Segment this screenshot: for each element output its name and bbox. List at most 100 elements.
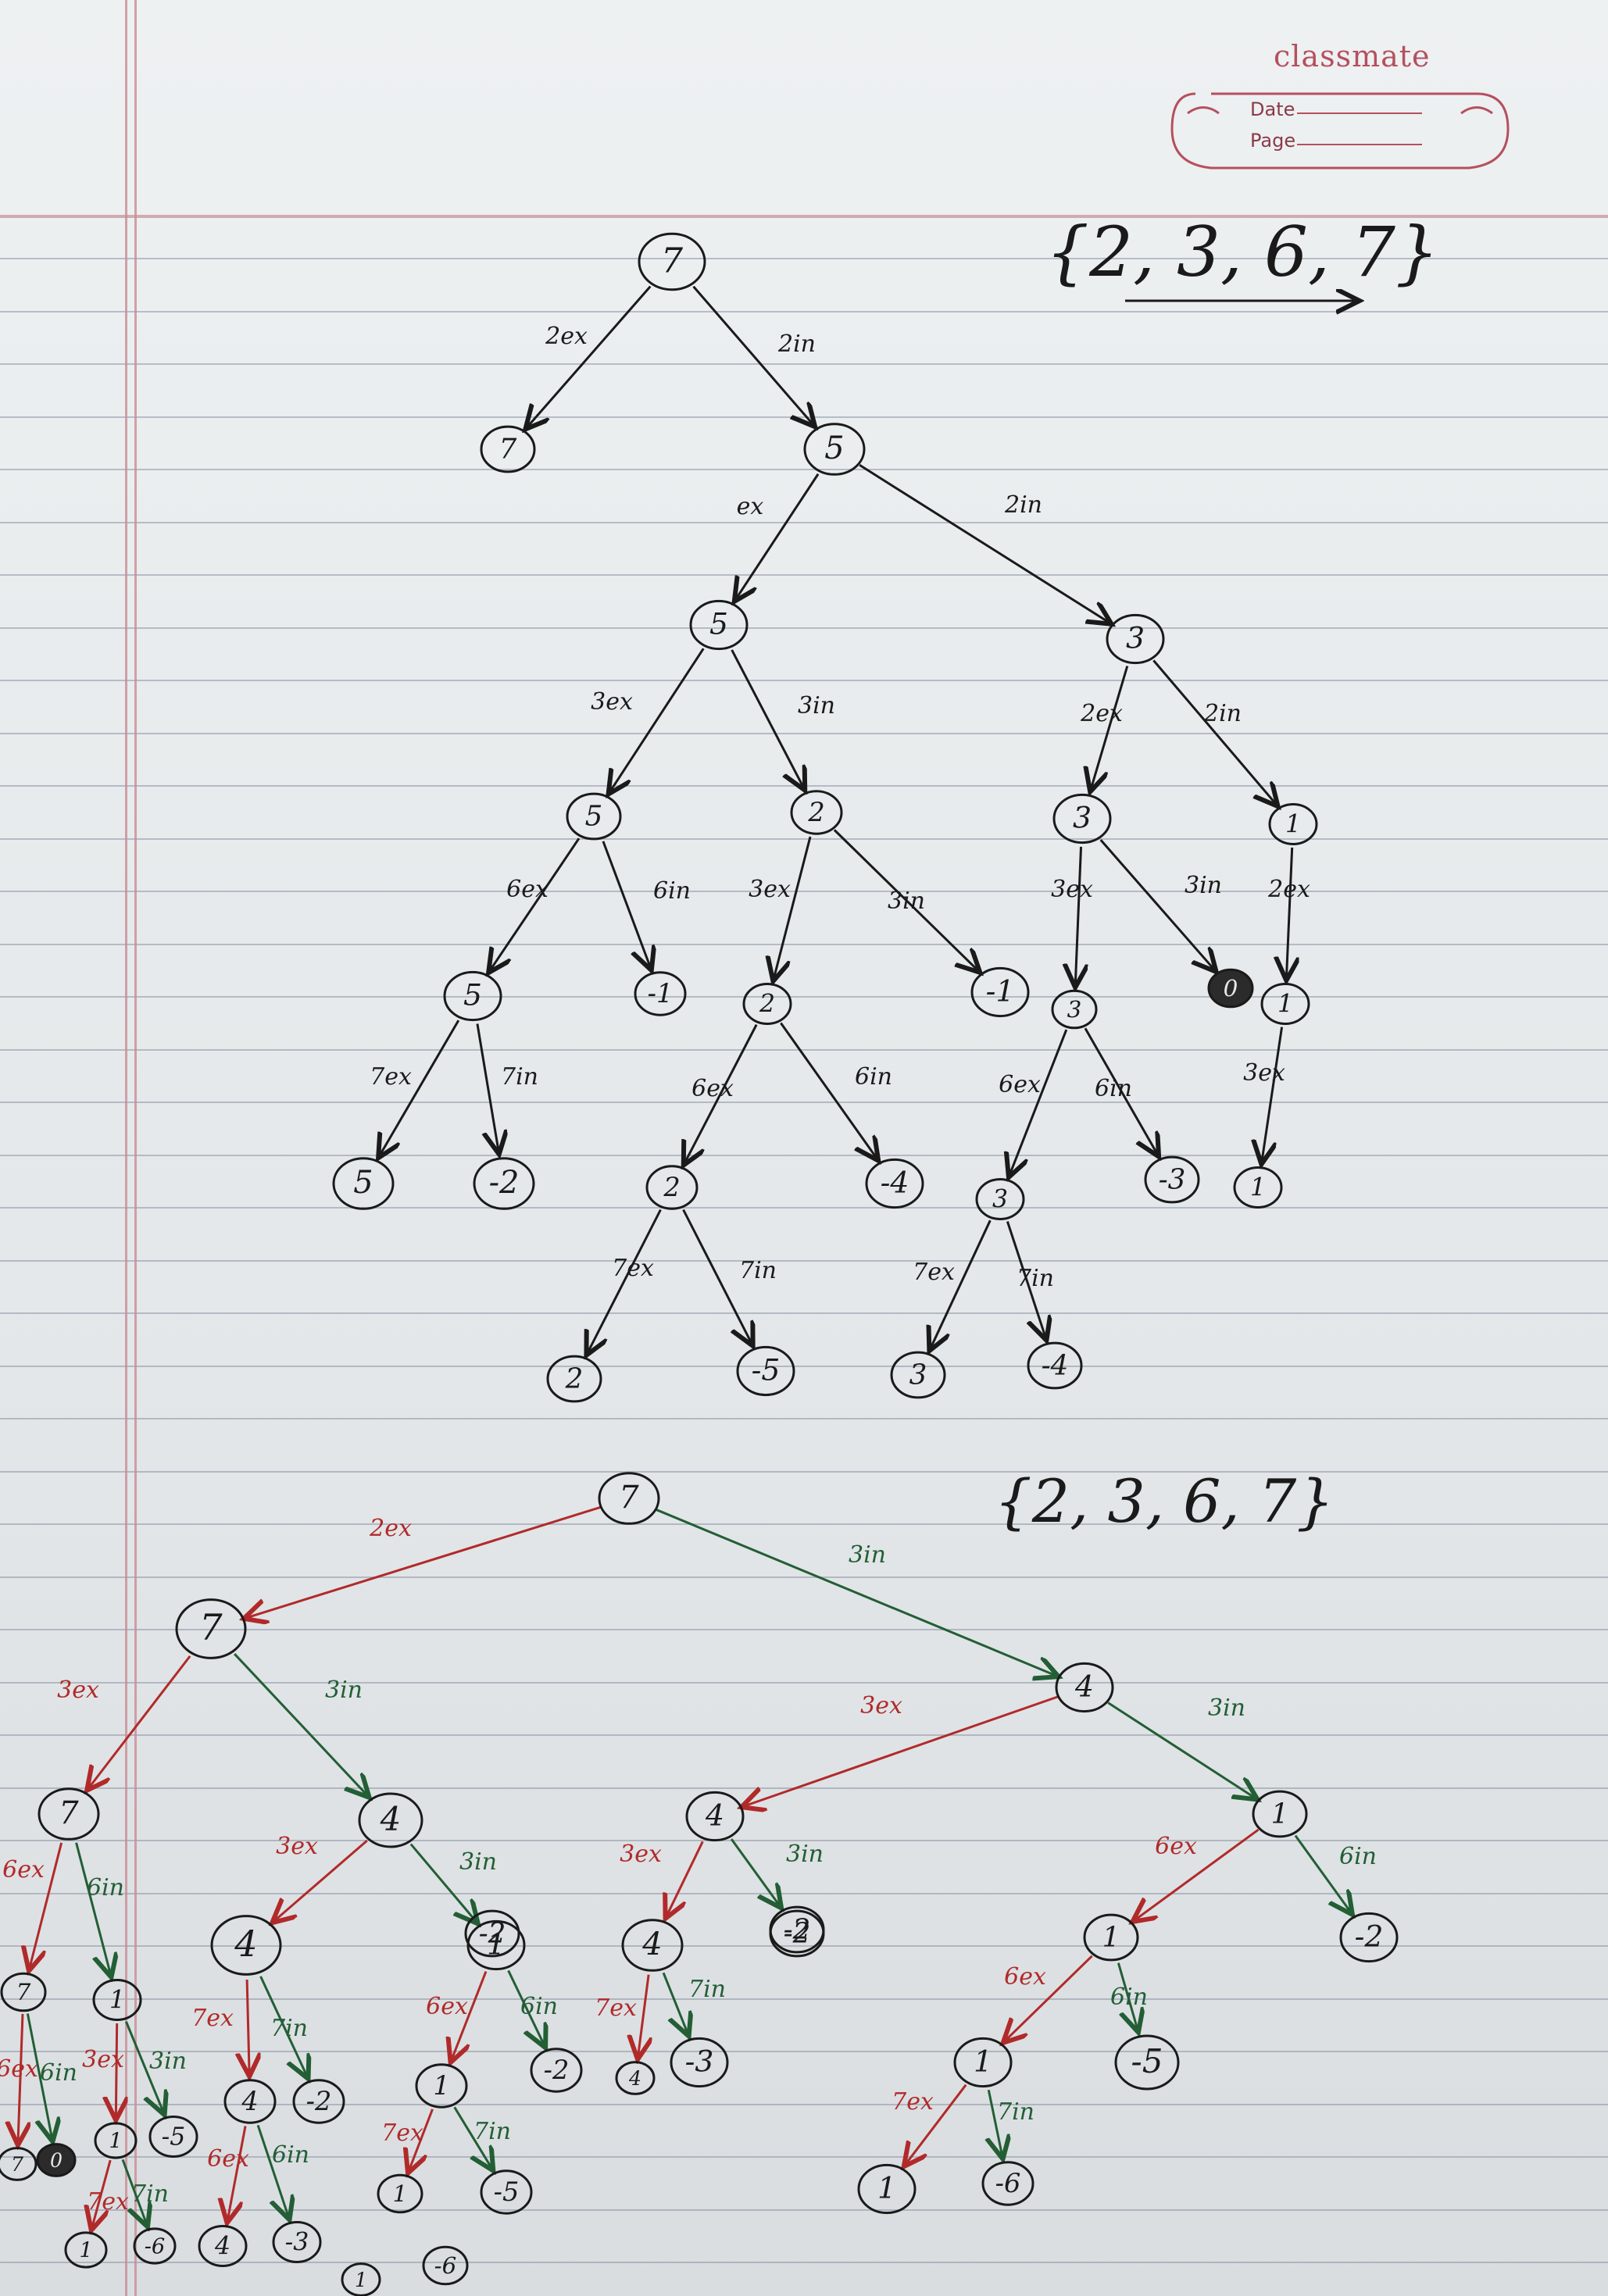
ruled-line — [0, 1998, 1608, 2000]
tree1-edge-label: 2ex — [1080, 700, 1123, 727]
tree2-node-value: 7 — [199, 1606, 223, 1648]
tree2-node-circle — [0, 2147, 38, 2181]
tree2-edge-label: 3in — [786, 1841, 824, 1868]
ruled-line — [0, 1682, 1608, 1684]
ruled-line — [0, 1366, 1608, 1367]
tree2-node-value: -5 — [162, 2123, 186, 2151]
tree2-edge — [904, 2084, 967, 2167]
tree2-node-value: -3 — [685, 2044, 714, 2079]
tree1-edge — [1261, 1027, 1284, 1165]
tree2-node-circle — [1339, 1912, 1399, 1963]
tree2-edge-label: 3ex — [276, 1833, 318, 1860]
tree2-node-value: -2 — [306, 2086, 332, 2116]
tree2-edge-label: 7in — [270, 2015, 308, 2042]
tree2-node-circle — [670, 2037, 729, 2088]
tree2-node-value: 1 — [79, 2239, 92, 2263]
tree1-edge — [684, 1023, 758, 1166]
tree2-node-value: 4 — [234, 1923, 257, 1965]
ruled-line — [0, 944, 1608, 945]
tree2-edge — [662, 1972, 689, 2036]
tree1-node-value: 3 — [992, 1186, 1008, 1214]
tree2-edge — [259, 1976, 309, 2079]
ruled-line — [0, 1312, 1608, 1314]
tree2-edge-label: 7in — [473, 2118, 511, 2145]
margin-line-left — [125, 0, 127, 2296]
tree2-edge — [87, 1655, 191, 1791]
tree2-edge-label: 7ex — [595, 1994, 637, 2022]
tree2-edge — [741, 1695, 1059, 1807]
tree2-node-circle — [621, 1919, 684, 1972]
tree1-node-value: -1 — [648, 978, 674, 1009]
tree2-node-circle — [1114, 2034, 1180, 2091]
tree1-node-circle — [890, 1351, 946, 1399]
tree2-node-circle — [133, 2227, 177, 2265]
tree1-node-value: 1 — [1285, 811, 1301, 839]
ruled-line — [0, 1260, 1608, 1262]
tree2-edge — [1107, 1701, 1257, 1800]
tree2-edge — [247, 1979, 249, 2076]
tree2-node-circle — [769, 1909, 825, 1958]
tree2-edge-label: 7in — [997, 2098, 1034, 2126]
tree2-node-circle — [223, 2079, 277, 2124]
tree2-edge-label: 3ex — [57, 1676, 99, 1704]
tree2-edge — [91, 2159, 112, 2230]
tree2-edge-label: 6in — [1339, 1843, 1377, 1870]
ruled-line — [0, 891, 1608, 892]
date-label: Date — [1250, 98, 1295, 120]
tree2-edge — [408, 2109, 434, 2173]
ruled-line — [0, 1840, 1608, 1841]
tree2-node-circle — [210, 1915, 282, 1976]
tree2-node-circle — [466, 1919, 526, 1971]
tree1-node-circle — [638, 232, 706, 291]
tree1-node-circle — [790, 790, 843, 835]
tree2-edge — [1117, 1962, 1138, 2033]
tree2-set-label: {2, 3, 6, 7} — [994, 1466, 1334, 1536]
tree2-edge — [26, 2013, 52, 2141]
tree1-edge-label: 3ex — [749, 876, 791, 903]
tree2-edge-label: 3ex — [620, 1841, 662, 1868]
tree1-edge — [692, 285, 816, 427]
header-band — [0, 215, 1608, 218]
tree1-node-circle — [473, 1157, 535, 1210]
tree1-edge — [1099, 839, 1217, 972]
tree2-node-value: -6 — [434, 2252, 457, 2279]
tree1-node-circle — [865, 1158, 924, 1209]
tree2-edge — [234, 1653, 370, 1798]
tree1-node-circle — [1260, 983, 1310, 1025]
tree2-edge-label: 7in — [131, 2180, 169, 2208]
tree2-edge-label: 3in — [325, 1676, 363, 1704]
tree2-edge-label: 6in — [272, 2141, 309, 2169]
ruled-line — [0, 2051, 1608, 2052]
tree2-node-value: -2 — [1355, 1919, 1384, 1954]
tree1-node-circle — [332, 1157, 395, 1210]
tree2-node-value: 1 — [355, 2269, 367, 2291]
ruled-line — [0, 311, 1608, 312]
ruled-line — [0, 1207, 1608, 1209]
tree1-node-value: -4 — [1042, 1350, 1069, 1382]
tree1-node-value: 3 — [1126, 621, 1145, 655]
ruled-line — [0, 258, 1608, 259]
tree1-node-value: 3 — [1073, 801, 1092, 835]
tree1-edge — [833, 829, 980, 972]
tree1-node-value: 5 — [463, 978, 482, 1012]
tree2-node-value: 1 — [1271, 1798, 1289, 1830]
tree1-node-circle — [736, 1345, 795, 1397]
ruled-line — [0, 1576, 1608, 1578]
tree2-edge — [507, 1969, 546, 2048]
ruled-line — [0, 1418, 1608, 1419]
tree2-edge-label: 6ex — [1155, 1833, 1197, 1860]
tree1-edge — [1152, 659, 1277, 806]
tree2-edge — [638, 1974, 649, 2060]
ruled-line — [0, 1734, 1608, 1736]
tree1-edge — [586, 1209, 662, 1355]
tree2-edge-label: 3in — [849, 1541, 886, 1569]
tree2-node-value: 1 — [1102, 1922, 1120, 1954]
ruled-line — [0, 733, 1608, 734]
tree1-node-circle — [645, 1165, 699, 1210]
tree2-edge — [451, 1971, 488, 2063]
tree1-edge-label: ex — [737, 493, 764, 520]
margin-line-right — [134, 0, 137, 2296]
tree1-node-value: 5 — [353, 1165, 373, 1201]
tree1-node-circle — [742, 983, 792, 1025]
tree1-node-circle — [1268, 803, 1318, 845]
